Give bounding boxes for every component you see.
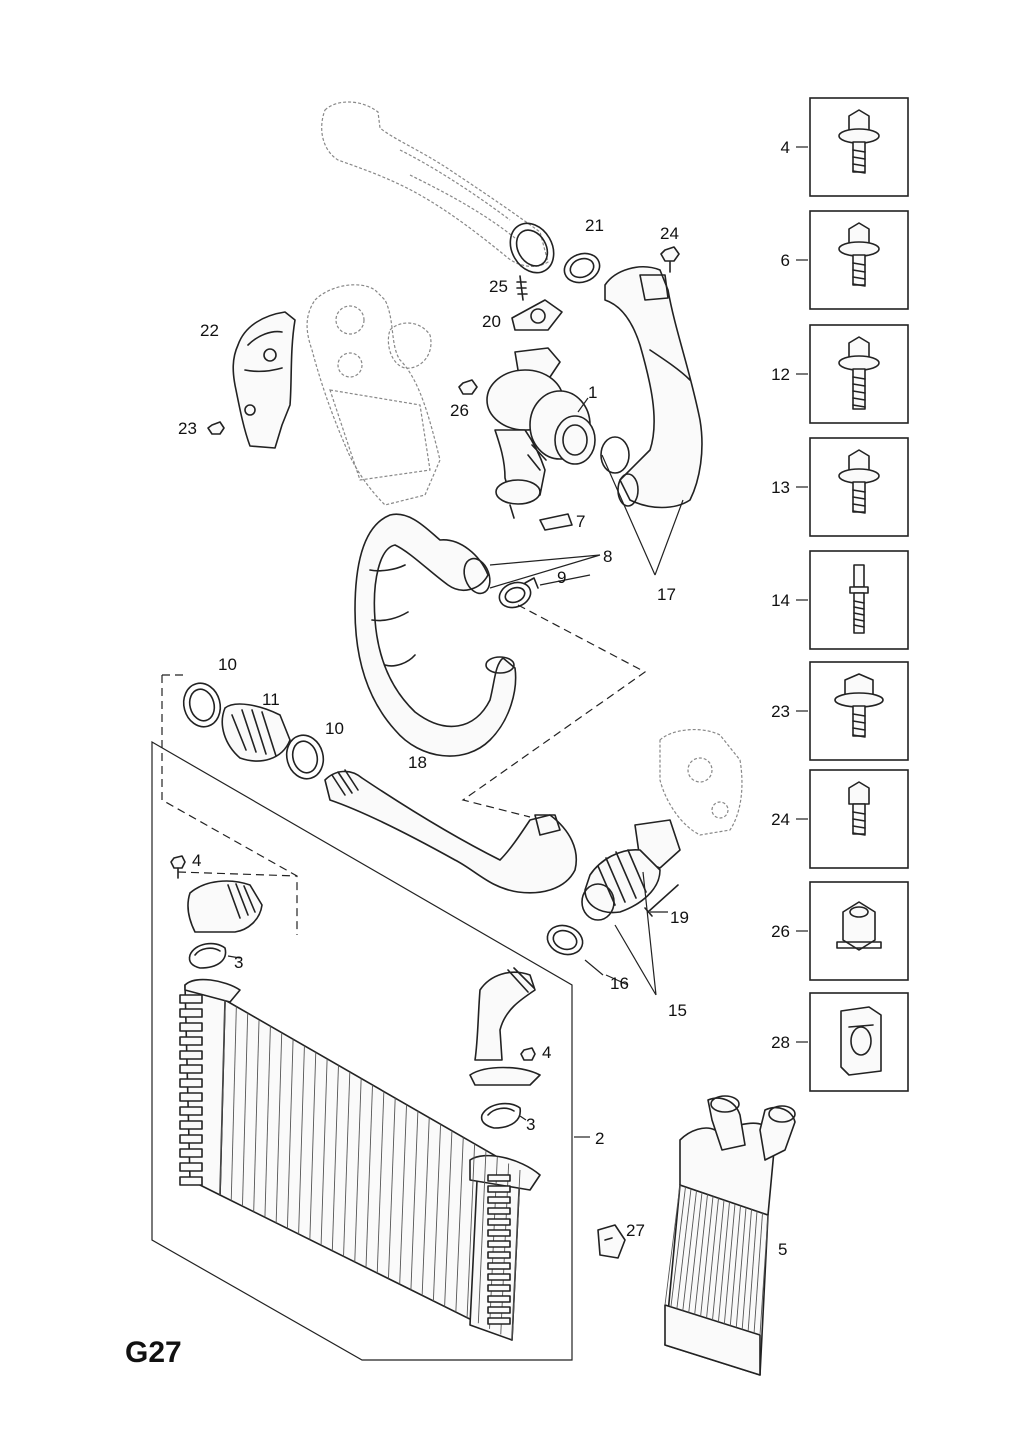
hex-nut-icon (836, 901, 882, 951)
hose-11 (221, 703, 291, 762)
fastener-label: 4 (781, 138, 790, 157)
fastener-box-12: 12 (771, 324, 909, 424)
wide-flange-bolt-icon (834, 673, 884, 738)
bolt-24-small (660, 246, 680, 273)
turbocharger (486, 347, 596, 519)
gasket-3-upper (188, 942, 227, 969)
clamp-10-right (285, 734, 325, 780)
callout-24: 24 (660, 224, 679, 243)
leader-lines (227, 397, 684, 1138)
callout-19: 19 (670, 908, 689, 927)
callout-3-upper: 3 (234, 953, 243, 972)
callout-17: 17 (657, 585, 676, 604)
nut-26-small (458, 379, 478, 395)
callout-4-upper: 4 (192, 851, 201, 870)
callout-10-left: 10 (218, 655, 237, 674)
intercooler-5 (664, 1095, 796, 1376)
intercooler-frame (151, 740, 573, 1361)
fastener-label: 13 (771, 478, 790, 497)
callout-4-lower: 4 (542, 1043, 551, 1062)
clamp-16 (546, 924, 584, 956)
fastener-box-26: 26 (771, 881, 909, 981)
fastener-box-4: 4 (781, 97, 909, 197)
fastener-label: 23 (771, 702, 790, 721)
callout-5: 5 (778, 1240, 787, 1259)
flange-bolt-icon (838, 109, 880, 174)
callout-26: 26 (450, 401, 469, 420)
long-flange-bolt-icon (838, 336, 880, 410)
hose-8 (354, 513, 517, 757)
gasket-3-lower (480, 1102, 521, 1129)
flange-bolt-icon (838, 222, 880, 287)
callout-10-right: 10 (325, 719, 344, 738)
pipe-18 (324, 769, 577, 894)
fastener-label: 24 (771, 810, 790, 829)
fastener-box-13: 13 (771, 437, 909, 537)
callout-7: 7 (576, 512, 585, 531)
fastener-label: 6 (781, 251, 790, 270)
fastener-label: 12 (771, 365, 790, 384)
fastener-box-column: 4 6 12 13 14 23 24 26 28 (771, 97, 909, 1092)
callout-25: 25 (489, 277, 508, 296)
clamp-10-left (182, 682, 222, 728)
bolt-19 (644, 884, 679, 917)
hex-bolt-icon (848, 781, 870, 836)
callout-11: 11 (262, 690, 280, 709)
callout-21: 21 (585, 216, 604, 235)
intake-manifold-ghost (659, 729, 743, 836)
hose-15 (581, 849, 661, 921)
intercooler-fins (179, 994, 521, 1341)
fastener-box-23: 23 (771, 661, 909, 761)
flange-bolt-icon (838, 449, 880, 514)
nut-23-small (207, 421, 225, 435)
fastener-label: 26 (771, 922, 790, 941)
callout-16: 16 (610, 974, 629, 993)
callout-23: 23 (178, 419, 197, 438)
clip-nut-icon (840, 1006, 882, 1076)
intake-duct-ghost (321, 101, 555, 274)
callout-22: 22 (200, 321, 219, 340)
callout-labels: 1 2 3 3 4 4 5 7 8 9 10 10 11 15 16 17 18… (178, 216, 787, 1259)
fastener-box-14: 14 (771, 550, 909, 650)
clamp-9 (498, 577, 539, 609)
callout-8: 8 (603, 547, 612, 566)
callout-27: 27 (626, 1221, 645, 1240)
callout-2: 2 (595, 1129, 604, 1148)
bracket-27 (597, 1224, 626, 1259)
stud-25 (516, 275, 528, 301)
dashed-links (161, 604, 647, 935)
fastener-box-24: 24 (771, 769, 909, 869)
outlet-elbow (170, 855, 263, 933)
exhaust-manifold-ghost (306, 284, 441, 506)
gasket-7 (539, 513, 573, 531)
intercooler-5-fins (664, 1184, 769, 1336)
fastener-box-6: 6 (781, 210, 909, 310)
callout-3-lower: 3 (526, 1115, 535, 1134)
callout-20: 20 (482, 312, 501, 331)
stud-icon (849, 564, 869, 634)
fastener-label: 28 (771, 1033, 790, 1052)
heat-shield (232, 311, 296, 449)
intercooler-outlet-pipe (469, 967, 541, 1086)
fastener-box-28: 28 (771, 992, 909, 1092)
callout-15: 15 (668, 1001, 687, 1020)
fastener-label: 14 (771, 591, 790, 610)
gasket-20 (511, 299, 563, 331)
pipe-17 (600, 266, 703, 509)
callout-18: 18 (408, 753, 427, 772)
callout-1: 1 (588, 383, 597, 402)
page-code: G27 (125, 1336, 182, 1369)
callout-9: 9 (557, 568, 566, 587)
clamp-21 (563, 252, 601, 284)
